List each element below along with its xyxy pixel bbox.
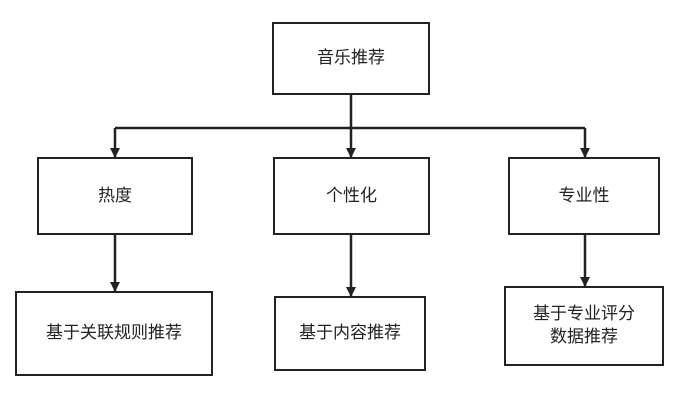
- node-personalization: 个性化: [273, 157, 430, 235]
- node-root: 音乐推荐: [272, 22, 430, 95]
- node-personalization-label: 个性化: [326, 185, 377, 206]
- node-association-rule-label: 基于关联规则推荐: [46, 323, 182, 344]
- node-content-based-label: 基于内容推荐: [299, 323, 401, 344]
- node-rating-data-line2: 数据推荐: [550, 327, 618, 347]
- node-content-based: 基于内容推荐: [274, 296, 426, 371]
- node-heat: 热度: [37, 157, 193, 235]
- node-professional: 专业性: [508, 157, 660, 235]
- node-professional-label: 专业性: [558, 185, 610, 206]
- node-rating-data-line1: 基于专业评分: [533, 304, 635, 325]
- node-rating-data: 基于专业评分 数据推荐: [504, 286, 664, 366]
- node-heat-label: 热度: [98, 185, 132, 206]
- node-association-rule: 基于关联规则推荐: [15, 291, 213, 376]
- node-root-label: 音乐推荐: [317, 48, 385, 69]
